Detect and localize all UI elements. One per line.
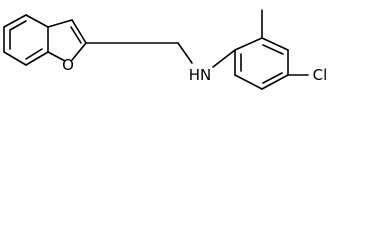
methylene-linker (85, 42, 193, 64)
bond (71, 42, 87, 61)
double-bond-inner (25, 48, 43, 60)
oxygen-atom-label: O (62, 56, 74, 74)
bond (3, 14, 27, 28)
bond (234, 74, 263, 90)
benzofuran-furan-ring (47, 19, 87, 62)
double-bond-inner (70, 26, 82, 44)
bond (234, 37, 263, 51)
amine-atom-label: HN (189, 66, 212, 84)
bond (212, 49, 236, 68)
bond (71, 19, 87, 44)
bond (25, 14, 49, 28)
benzofuran-benzene-ring (3, 14, 49, 66)
chlorine-atom-label: Cl (313, 66, 328, 84)
chlorotolyl-ring (212, 37, 289, 90)
chemical-structure: O HN Cl (3, 9, 328, 90)
bond (177, 42, 193, 64)
bond (261, 74, 289, 90)
double-bond-inner (262, 44, 284, 55)
bond (3, 51, 27, 66)
bond (261, 37, 289, 51)
bond (25, 51, 49, 66)
double-bond-inner (9, 20, 27, 31)
bond (47, 51, 66, 62)
double-bond-inner (262, 72, 283, 84)
bond (47, 19, 73, 28)
